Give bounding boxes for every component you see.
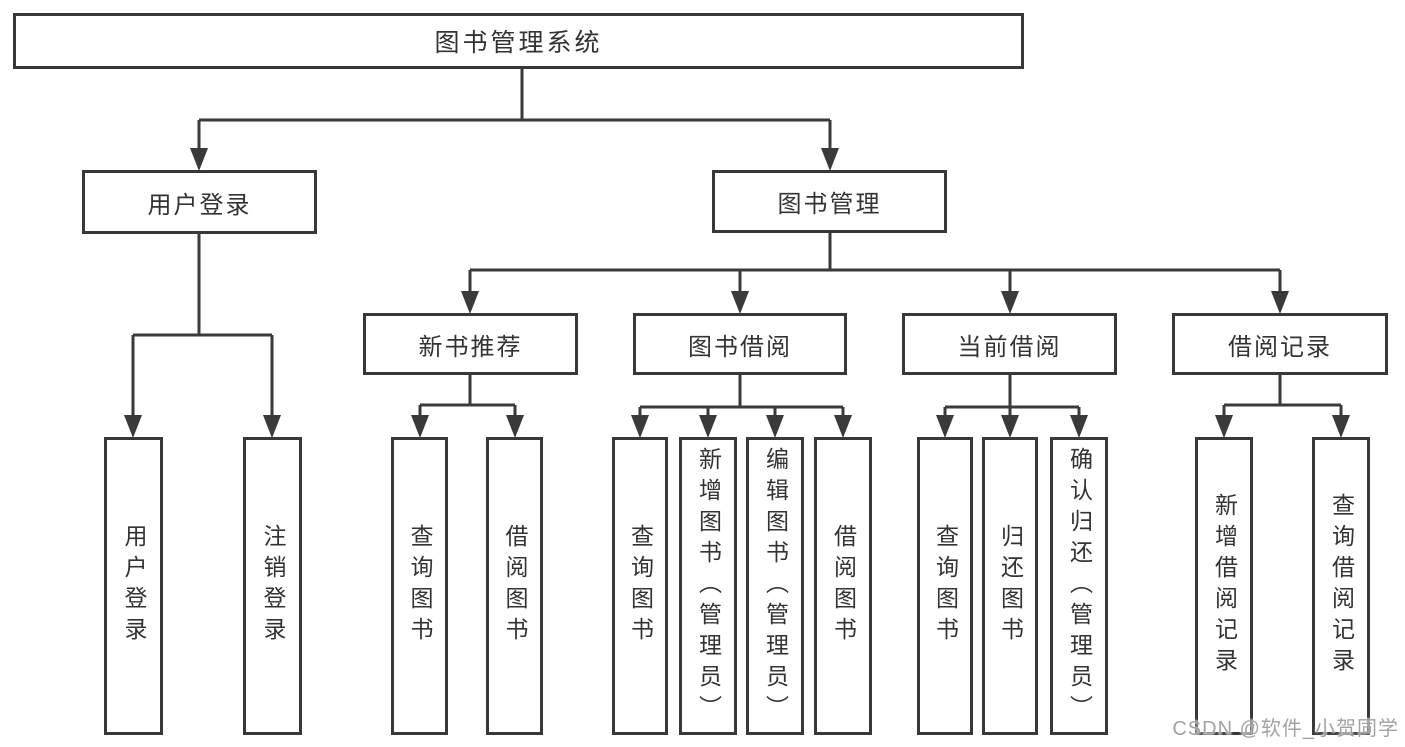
node-current-borrow-label: 当前借阅 [957,333,1062,361]
leaf-newbook-query-book: 查询图书 [391,437,448,735]
leaf-current-confirm-return-admin-label: 确认归还（管理员） [1066,446,1093,726]
leaf-newbook-borrow-book: 借阅图书 [486,437,543,735]
node-book-management: 图书管理 [712,170,947,233]
node-user-login-label: 用户登录 [147,191,252,219]
leaf-records-query-record: 查询借阅记录 [1312,437,1370,735]
edge-borrow-records-to-leaves [1215,375,1350,438]
leaf-logout-login: 注销登录 [243,437,302,735]
leaf-newbook-borrow-book-label: 借阅图书 [502,524,528,648]
leaf-user-login: 用户登录 [104,437,163,735]
node-root-library-system: 图书管理系统 [13,13,1024,69]
leaf-newbook-query-book-label: 查询图书 [407,524,433,648]
leaf-bookborrow-query-book: 查询图书 [612,437,668,735]
node-current-borrow: 当前借阅 [902,313,1117,375]
leaf-bookborrow-add-book-admin: 新增图书（管理员） [679,437,737,735]
leaf-bookborrow-add-book-admin-label: 新增图书（管理员） [695,446,722,726]
edge-current-borrow-to-leaves [936,375,1088,438]
node-book-borrow: 图书借阅 [633,313,847,375]
csdn-watermark: CSDN @软件_小贺同学 [1172,718,1399,740]
node-borrow-records: 借阅记录 [1172,313,1388,375]
node-new-book-recommend-label: 新书推荐 [418,333,523,361]
leaf-bookborrow-edit-book-admin-label: 编辑图书（管理员） [762,446,789,726]
edge-user-login-to-leaves [124,234,281,438]
edge-book-management-to-level3 [461,233,1289,314]
node-new-book-recommend: 新书推荐 [363,313,578,375]
leaf-current-return-book: 归还图书 [982,437,1038,735]
node-book-borrow-label: 图书借阅 [688,333,792,361]
leaf-bookborrow-borrow-book-label: 借阅图书 [830,524,857,648]
leaf-user-login-label: 用户登录 [121,524,147,648]
node-user-login: 用户登录 [82,170,317,234]
leaf-records-add-record: 新增借阅记录 [1195,437,1253,735]
edge-book-borrow-to-leaves [631,375,852,438]
node-book-management-label: 图书管理 [777,191,882,218]
leaf-current-confirm-return-admin: 确认归还（管理员） [1050,437,1108,735]
node-root-label: 图书管理系统 [434,29,603,57]
leaf-bookborrow-borrow-book: 借阅图书 [814,437,872,735]
leaf-records-add-record-label: 新增借阅记录 [1211,493,1238,679]
leaf-current-query-book: 查询图书 [917,437,973,735]
leaf-logout-login-label: 注销登录 [260,524,286,648]
node-borrow-records-label: 借阅记录 [1228,333,1332,361]
leaf-bookborrow-edit-book-admin: 编辑图书（管理员） [746,437,804,735]
leaf-records-query-record-label: 查询借阅记录 [1328,493,1355,679]
edge-root-to-level2 [190,69,839,171]
leaf-current-query-book-label: 查询图书 [932,524,959,648]
leaf-current-return-book-label: 归还图书 [997,524,1024,648]
leaf-bookborrow-query-book-label: 查询图书 [627,524,654,648]
edge-new-book-to-leaves [411,375,524,438]
